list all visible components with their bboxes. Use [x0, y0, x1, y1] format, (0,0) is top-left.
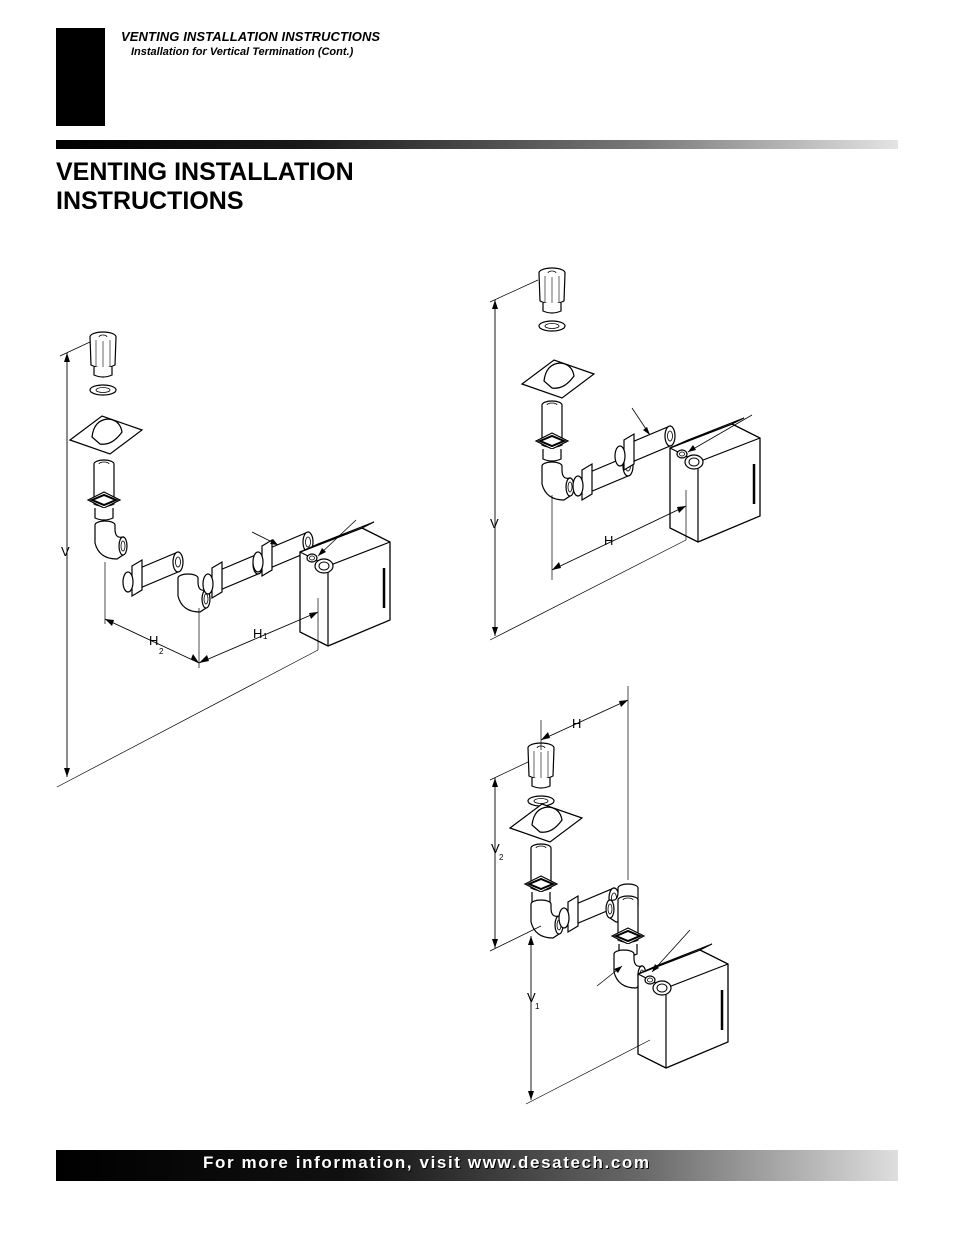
footer-text: For more information, visit www.desatech…: [203, 1153, 651, 1172]
figure-two-horizontal-runs: V H 2 H 1: [56, 331, 392, 788]
dim-v1-label: V: [527, 990, 536, 1005]
page-title: VENTING INSTALLATION INSTRUCTIONS: [56, 158, 354, 215]
dim-h-label: H: [604, 533, 613, 548]
footer-bar: For more information, visit www.desatech…: [56, 1150, 898, 1181]
dim-v-label: V: [490, 516, 499, 531]
dim-v1-sub: 1: [535, 1002, 540, 1011]
header-rule: [56, 140, 898, 149]
figure-single-horizontal-run: V H: [489, 267, 762, 641]
dim-h-label: H: [572, 716, 581, 731]
dim-v2-sub: 2: [499, 853, 504, 862]
dim-h2-label: H: [149, 633, 158, 648]
header-title: VENTING INSTALLATION INSTRUCTIONS: [121, 29, 381, 44]
figure-two-vertical-runs: H V 2 V 1: [489, 686, 730, 1105]
header-subtitle: Installation for Vertical Termination (C…: [131, 46, 354, 58]
dim-v2-label: V: [491, 841, 500, 856]
dim-v-label: V: [61, 544, 70, 559]
section-tab: [56, 28, 105, 126]
dim-h2-sub: 2: [159, 647, 164, 656]
dim-h1-sub: 1: [263, 632, 268, 641]
dim-h1-label: H: [253, 626, 262, 641]
